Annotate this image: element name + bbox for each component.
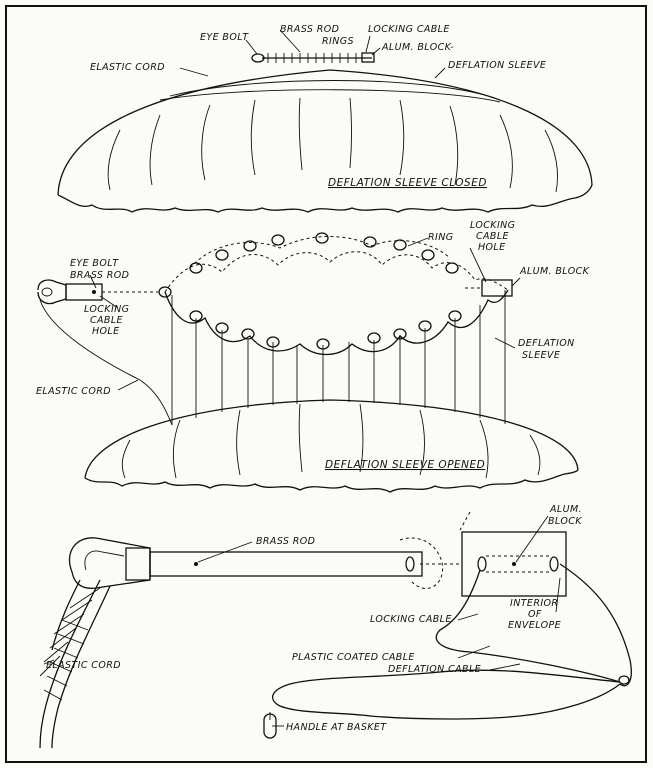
label-locking-cable-hole-r2: CABLE — [476, 231, 509, 242]
label-ring: RING — [428, 232, 453, 243]
label-eye-bolt-mid: EYE BOLT — [70, 258, 119, 269]
sleeve-cords — [171, 290, 506, 425]
label-deflation-sleeve-mid-2: SLEEVE — [522, 350, 560, 361]
label-brass-rod-bottom: BRASS ROD — [256, 536, 315, 547]
eye-bolt-detail — [68, 537, 462, 589]
label-handle-at-basket: HANDLE AT BASKET — [286, 722, 387, 733]
label-interior-2: OF — [528, 609, 542, 620]
elastic-cord-detail — [39, 579, 111, 749]
label-plastic-coated-cable: PLASTIC COATED CABLE — [292, 652, 415, 663]
frame-border — [5, 5, 647, 763]
alum-block-detail — [459, 511, 567, 597]
label-rings: RINGS — [322, 36, 354, 47]
label-alum-block-bottom-2: BLOCK — [548, 516, 582, 527]
eye-bolt-mid — [37, 279, 158, 305]
label-alum-block-top: ALUM. BLOCK- — [381, 42, 454, 53]
label-locking-cable-hole-2: CABLE — [90, 315, 123, 326]
cables-detail — [263, 563, 632, 739]
label-locking-cable-hole-1: LOCKING — [84, 304, 129, 315]
rings — [158, 232, 462, 350]
brass-rod-detail — [149, 551, 423, 577]
opened-envelope — [84, 399, 579, 493]
label-brass-rod-top: BRASS ROD — [280, 24, 339, 35]
label-locking-cable-hole-3: HOLE — [92, 326, 120, 337]
label-locking-cable-hole-r3: HOLE — [478, 242, 506, 253]
closed-envelope — [57, 52, 593, 213]
label-elastic-cord-mid: ELASTIC CORD — [36, 386, 111, 397]
label-locking-cable-top: LOCKING CABLE — [368, 24, 450, 35]
caption-sleeve-opened: DEFLATION SLEEVE OPENED — [325, 459, 485, 471]
elastic-cord-line-mid — [39, 299, 173, 426]
label-deflation-sleeve-mid-1: DEFLATION — [518, 338, 575, 349]
label-elastic-cord-top: ELASTIC CORD — [90, 62, 165, 73]
label-locking-cable-hole-r1: LOCKING — [470, 220, 515, 231]
label-brass-rod-mid: BRASS ROD — [70, 270, 129, 281]
label-deflation-cable: DEFLATION CABLE — [388, 664, 481, 675]
label-deflation-sleeve-top: DEFLATION SLEEVE — [448, 60, 546, 71]
label-locking-cable-bottom: LOCKING CABLE — [370, 614, 452, 625]
label-elastic-cord-bottom: ELASTIC CORD — [46, 660, 121, 671]
sleeve-gathers — [164, 236, 509, 356]
alum-block-mid — [481, 279, 513, 297]
label-alum-block-bottom-1: ALUM. — [549, 504, 582, 515]
label-interior-1: INTERIOR — [510, 598, 558, 609]
label-alum-block-mid: ALUM. BLOCK — [519, 266, 590, 277]
label-interior-3: ENVELOPE — [508, 620, 561, 631]
label-eye-bolt-top: EYE BOLT — [200, 32, 249, 43]
caption-sleeve-closed: DEFLATION SLEEVE CLOSED — [328, 177, 487, 189]
